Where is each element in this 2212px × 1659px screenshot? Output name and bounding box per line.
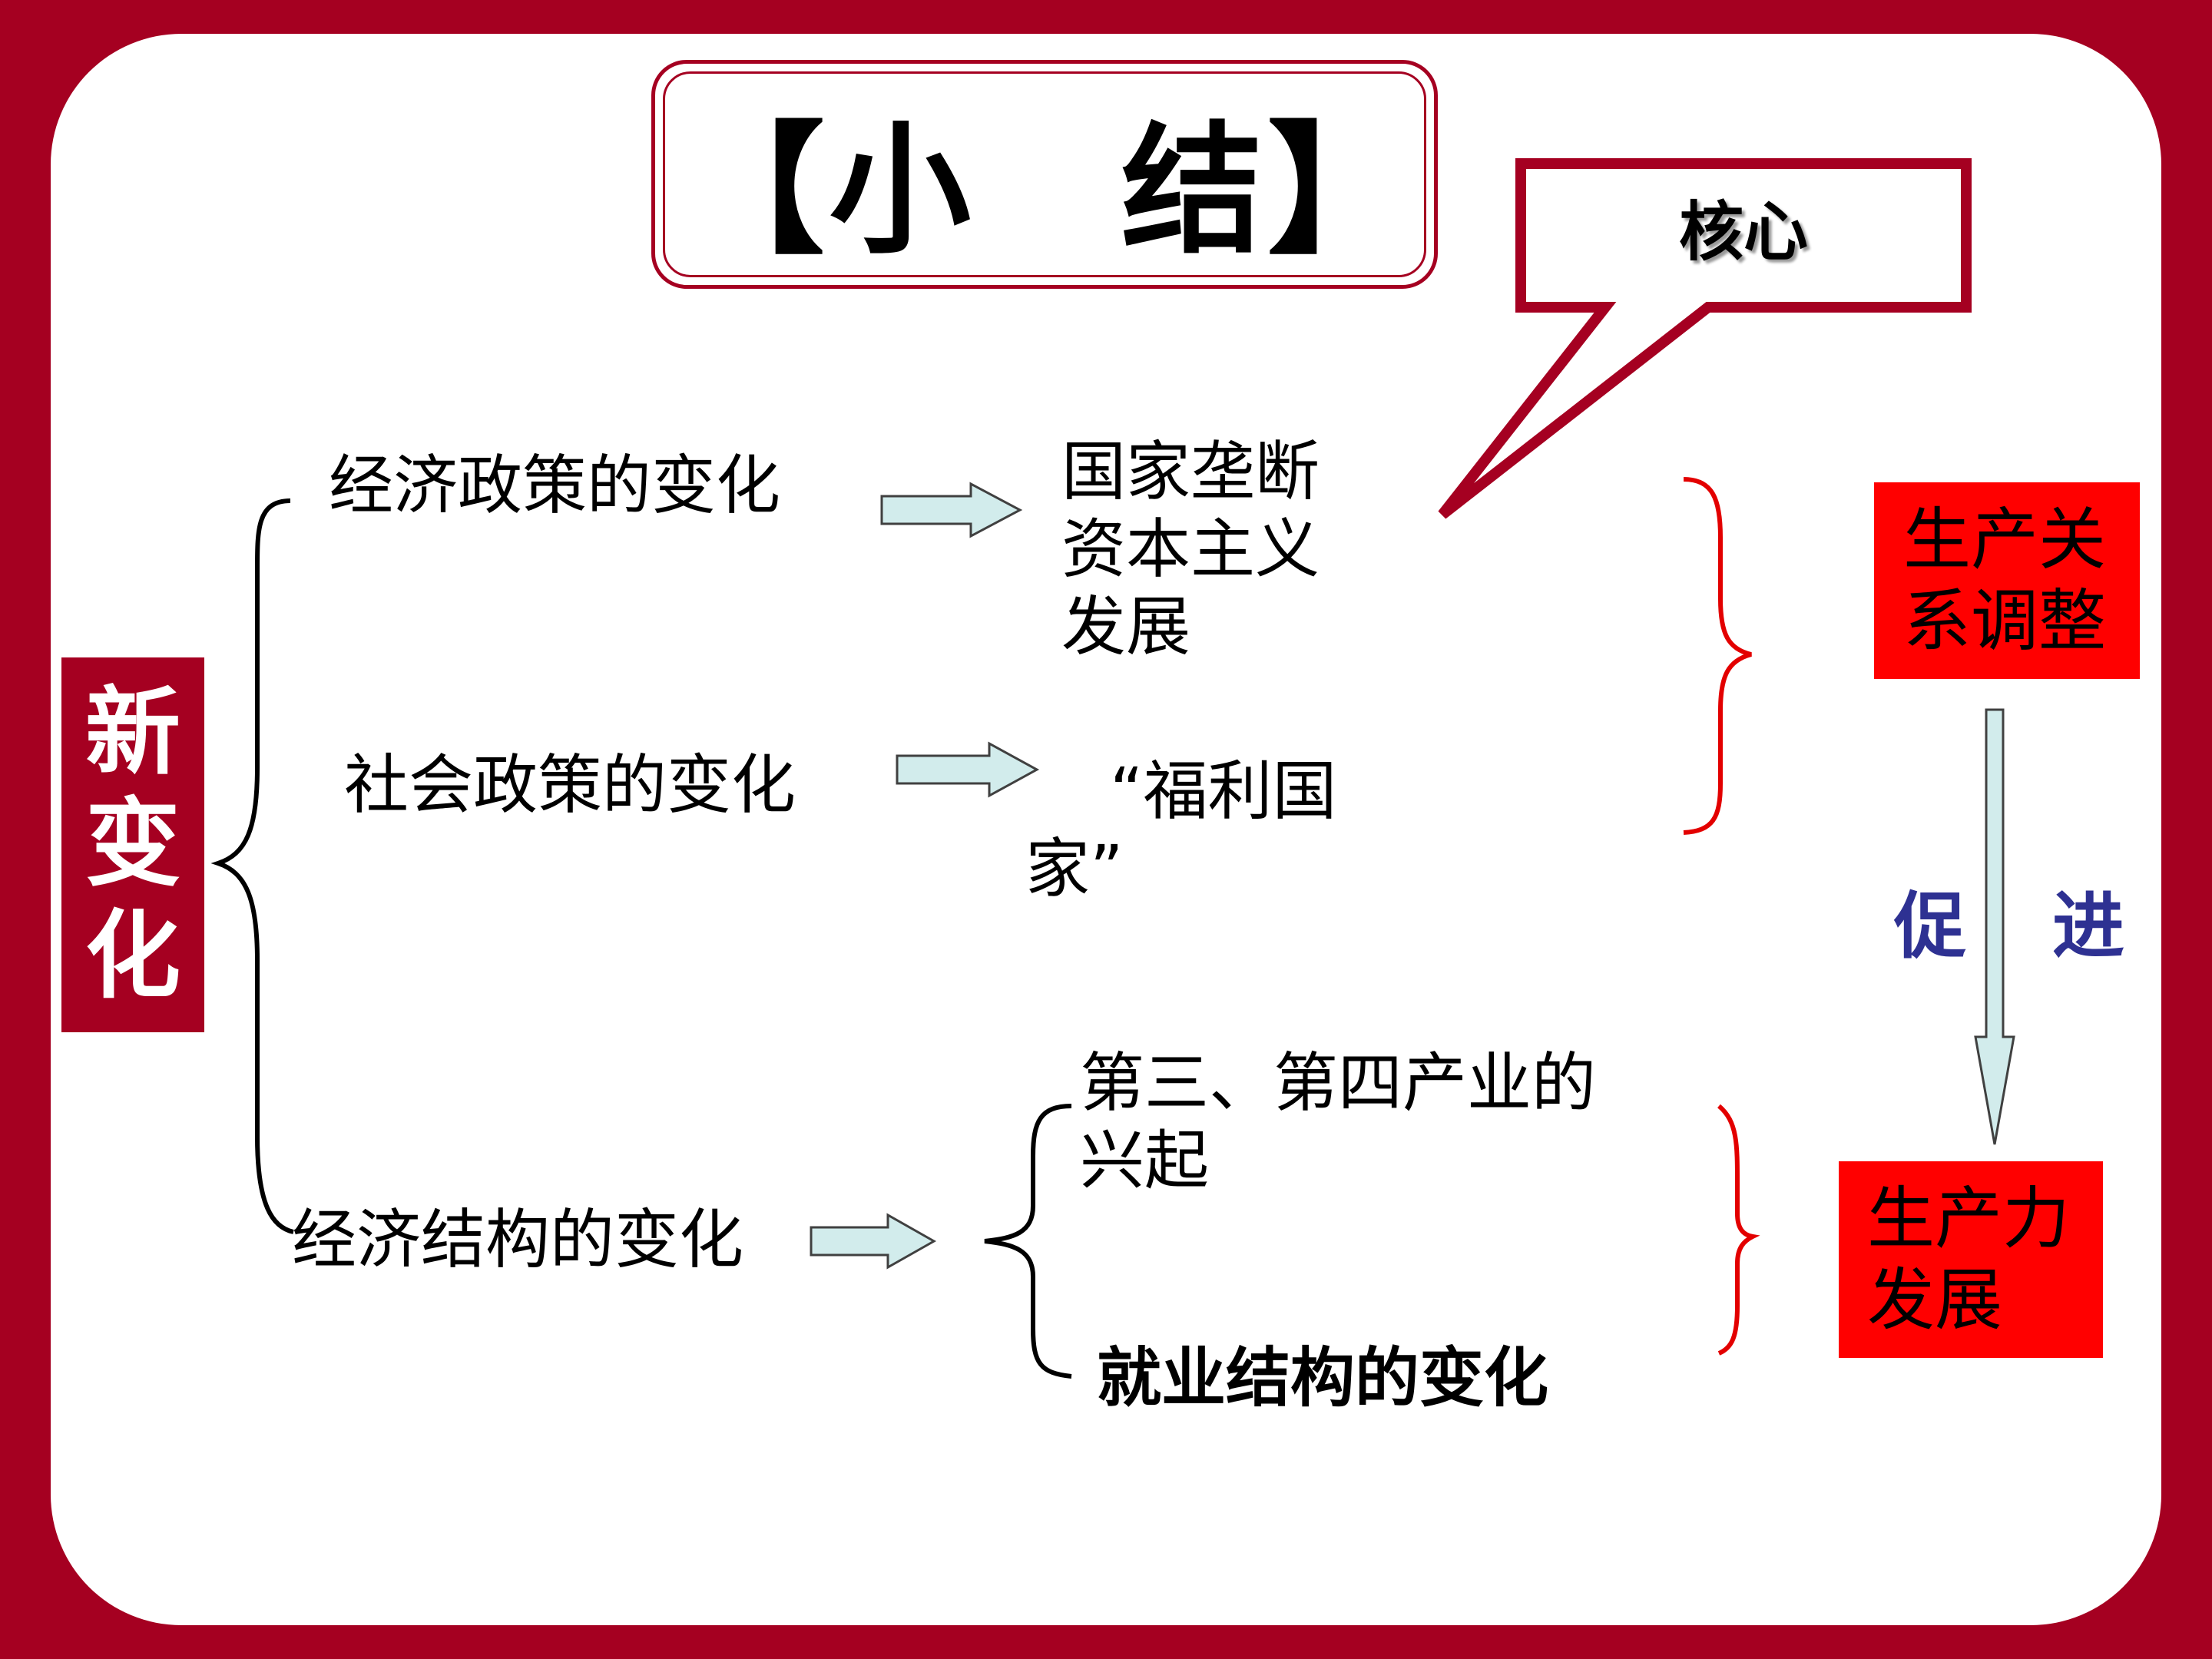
result-tertiary-industry: 第三、第四产业的兴起 bbox=[1080, 1045, 1597, 1198]
result-employment-structure: 就业结构的变化 bbox=[1097, 1340, 1549, 1416]
promote-arrow bbox=[1974, 708, 2015, 1145]
result-state-monopoly: 国家垄断资本主义发展 bbox=[1061, 434, 1320, 664]
root-brace bbox=[210, 498, 294, 1234]
promote-char-2: 进 bbox=[2051, 885, 2124, 969]
productivity-brace bbox=[1717, 1104, 1760, 1356]
promote-label: 促 进 bbox=[1894, 868, 2124, 972]
title-frame-inner bbox=[663, 71, 1426, 277]
root-label: 新变化 bbox=[84, 677, 180, 1012]
arrow-social-policy bbox=[896, 741, 1040, 798]
promote-char-1: 促 bbox=[1894, 885, 1967, 969]
callout-bubble bbox=[1438, 158, 1972, 519]
branch-economic-structure: 经济结构的变化 bbox=[292, 1202, 744, 1277]
page-title: 【小 结】 bbox=[683, 109, 1413, 273]
outcome-productivity-label: 生产力发展 bbox=[1867, 1179, 2071, 1339]
branch-economic-policy: 经济政策的变化 bbox=[329, 448, 781, 523]
branch-social-policy: 社会政策的变化 bbox=[344, 747, 796, 823]
outcome-relations-box: 生产关系调整 bbox=[1874, 482, 2140, 679]
arrow-economic-policy bbox=[880, 482, 1023, 538]
arrow-economic-structure bbox=[810, 1213, 937, 1270]
relations-brace bbox=[1683, 477, 1752, 835]
callout-label: 核心 bbox=[1678, 194, 1808, 270]
result-welfare-state: “福利国家” bbox=[1025, 753, 1337, 906]
root-node: 新变化 bbox=[61, 657, 204, 1032]
outcome-productivity-box: 生产力发展 bbox=[1839, 1161, 2103, 1358]
structure-brace bbox=[984, 1104, 1072, 1379]
title-frame: 【小 结】 bbox=[651, 60, 1438, 289]
outcome-relations-label: 生产关系调整 bbox=[1903, 500, 2107, 661]
